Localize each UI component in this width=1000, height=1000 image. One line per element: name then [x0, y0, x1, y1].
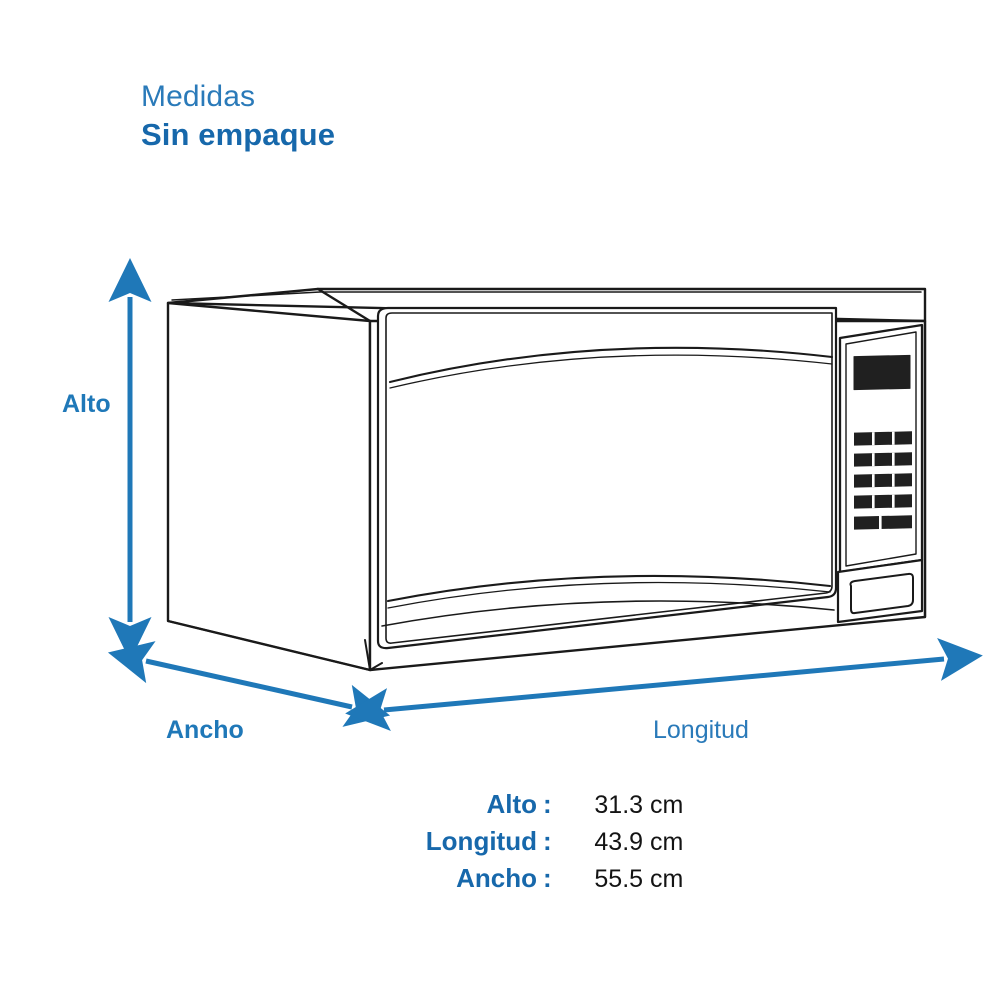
- page-title: Medidas Sin empaque: [141, 80, 336, 152]
- keypad-separator: [879, 515, 882, 530]
- control-panel-housing-inner: [845, 331, 917, 567]
- spec-value-longitud: 43.9 cm: [594, 828, 684, 856]
- control-panel-keypad: [854, 431, 912, 530]
- spec-key-ancho: Ancho: [456, 863, 537, 893]
- keypad-row-1[interactable]: [854, 431, 912, 446]
- oven-door-frame-outer: [376, 306, 838, 650]
- keypad-row-3[interactable]: [854, 473, 912, 488]
- table-row: Alto : 31.3 cm: [380, 786, 720, 823]
- spec-key-longitud: Longitud: [425, 826, 537, 856]
- oven-door-window-top-curve-2: [389, 354, 833, 389]
- control-panel-display: [853, 354, 911, 391]
- spec-value-ancho: 55.5 cm: [594, 865, 684, 893]
- keypad-separator: [892, 494, 895, 508]
- spec-colon: :: [542, 826, 552, 856]
- height-dimension-label: Alto: [62, 390, 111, 418]
- open-door-button[interactable]: [849, 572, 914, 615]
- spec-value-alto: 31.3 cm: [594, 791, 684, 819]
- keypad-separator: [872, 432, 875, 446]
- table-row: Longitud : 43.9 cm: [380, 823, 720, 860]
- keypad-row-5[interactable]: [854, 515, 912, 530]
- keypad-separator: [892, 473, 895, 487]
- oven-top-crease: [171, 291, 922, 301]
- keypad-separator: [872, 474, 875, 488]
- oven-door-window-bottom-curve: [386, 574, 832, 603]
- oven-door-window-top-curve: [388, 346, 834, 384]
- oven-door-lower-apron: [381, 600, 835, 627]
- keypad-separator: [892, 452, 895, 466]
- keypad-row-2[interactable]: [854, 452, 912, 467]
- keypad-row-4[interactable]: [854, 494, 912, 509]
- dimensions-spec-table: Alto : 31.3 cm Longitud : 43.9 cm Ancho …: [380, 786, 720, 897]
- keypad-separator: [872, 495, 875, 509]
- oven-front-left-edge: [316, 287, 372, 323]
- width-dimension-label: Ancho: [166, 716, 244, 744]
- page-title-secondary: Sin empaque: [141, 116, 336, 152]
- table-row: Ancho : 55.5 cm: [380, 860, 720, 897]
- oven-left-side-face: [166, 301, 372, 672]
- microwave-oven-illustration: [166, 287, 927, 672]
- length-arrow: [345, 638, 983, 731]
- oven-door-window-bottom-curve-2: [387, 581, 831, 609]
- keypad-separator: [892, 431, 895, 445]
- width-arrow: [107, 641, 391, 727]
- keypad-separator: [872, 453, 875, 467]
- page-title-primary: Medidas: [141, 80, 256, 113]
- spec-colon: :: [542, 863, 552, 893]
- dimension-arrows: [107, 258, 983, 731]
- spec-key-alto: Alto: [486, 789, 537, 819]
- spec-colon: :: [542, 789, 552, 819]
- length-dimension-label: Longitud: [653, 716, 749, 744]
